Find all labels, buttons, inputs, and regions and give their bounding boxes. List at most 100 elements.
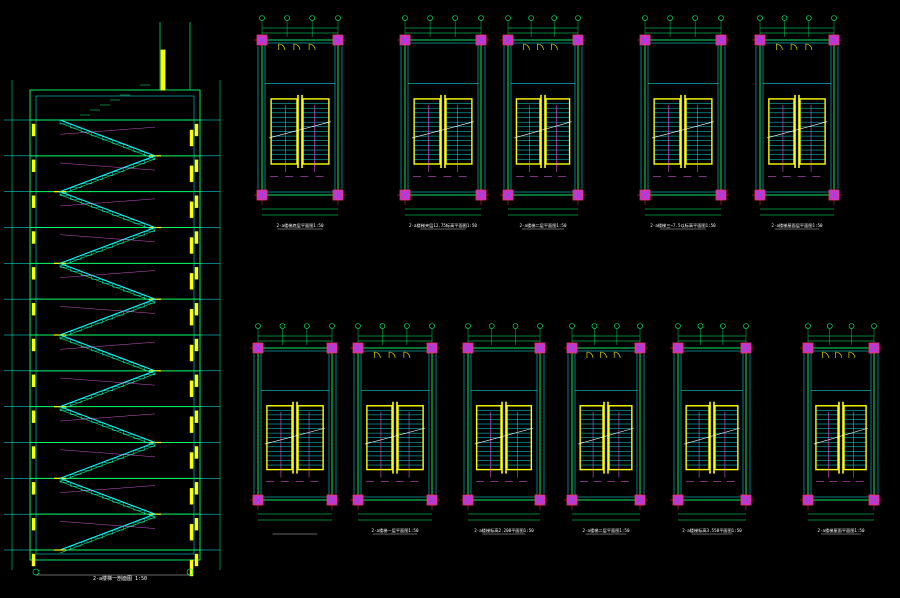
wall-section-yellow	[31, 231, 36, 244]
axis-bubble	[806, 15, 812, 21]
axis-bubble	[427, 15, 433, 21]
outer-wall	[677, 347, 747, 501]
column-hatch	[802, 342, 814, 354]
column-hatch	[252, 342, 264, 354]
outer-wall	[404, 39, 482, 196]
column-hatch	[352, 494, 364, 506]
plan-title: 2-a楼梯二层平面图1:50	[520, 222, 567, 229]
axis-bubble	[551, 15, 558, 21]
column-hatch	[502, 34, 514, 46]
axis-bubble	[720, 323, 726, 329]
column-hatch	[634, 342, 646, 354]
plan-title: 2-a楼梯二层平面图1:50	[583, 527, 630, 534]
stair-flight-left	[815, 405, 839, 471]
stair-flight-soffit	[59, 445, 156, 482]
axis-bubble	[478, 15, 484, 21]
break-line	[684, 427, 740, 445]
stair-flight-right	[545, 98, 571, 165]
stair-flight-soffit	[59, 266, 156, 303]
stair-flight-soffit	[59, 337, 156, 375]
stair-flight-soffit	[59, 409, 156, 446]
column-hatch	[715, 34, 727, 46]
axis-bubble	[279, 323, 286, 329]
stair-flight-left	[653, 98, 681, 165]
door-swing	[537, 43, 544, 51]
stair-flight-run	[59, 441, 156, 479]
stair-flight-run	[59, 226, 156, 264]
section-hatch	[59, 270, 156, 278]
column-hatch	[566, 494, 578, 506]
axis-bubble	[637, 323, 643, 329]
wall-section-yellow	[194, 123, 199, 137]
stair-flight-right	[608, 405, 633, 471]
inner-wall	[762, 42, 832, 193]
door-swing	[278, 43, 286, 51]
inner-wall	[810, 350, 872, 498]
column-hatch	[352, 342, 364, 354]
column-hatch	[332, 34, 344, 46]
axis-bubble	[667, 15, 673, 21]
axis-bubble	[675, 323, 681, 329]
column-hatch	[639, 34, 651, 46]
break-line	[474, 427, 534, 445]
column-hatch	[256, 189, 268, 201]
stair-flight-soffit	[59, 301, 156, 339]
stair-flight-soffit	[59, 373, 156, 410]
wall-section-yellow	[194, 195, 199, 208]
door-swing	[309, 43, 316, 51]
section-title: 2-a楼梯一剖面图 1:50	[93, 575, 147, 582]
wall-section-yellow	[194, 446, 199, 459]
door-swing	[835, 351, 843, 359]
plan-title: 2-a楼梯屋面层平面图1:50	[771, 222, 823, 229]
axis-bubble	[512, 323, 519, 329]
wall-section-yellow	[194, 302, 199, 316]
column-hatch	[534, 342, 546, 354]
column-hatch	[462, 342, 474, 354]
stair-flight-run	[59, 119, 156, 157]
wall-section-yellow	[189, 165, 194, 183]
axis-bubble	[537, 323, 543, 329]
stair-flight-right	[799, 98, 826, 165]
wall-section-yellow	[31, 374, 36, 388]
stair-flight-left	[366, 405, 393, 471]
axis-bubble	[757, 15, 763, 21]
axis-bubble	[259, 15, 265, 21]
stair-flight-left	[413, 98, 441, 165]
outer-wall	[759, 39, 835, 196]
door-swing	[551, 43, 558, 51]
wall-section-yellow	[189, 416, 194, 433]
wall-section-yellow	[194, 338, 199, 352]
door-swing	[523, 43, 530, 51]
stair-plan-b1: 2-a楼梯一层平面图1:50	[350, 323, 440, 535]
break-line	[652, 121, 714, 139]
axis-bubble	[335, 15, 341, 21]
break-line	[578, 427, 634, 445]
column-hatch	[754, 189, 766, 201]
wall-section-yellow	[31, 410, 36, 423]
axis-bubble	[402, 15, 408, 21]
stair-flight-run	[59, 298, 156, 336]
wall-section-yellow	[31, 195, 36, 208]
stair-flight-right	[843, 405, 867, 471]
wall-section-yellow	[194, 410, 199, 423]
column-hatch	[475, 34, 487, 46]
stair-plan-t4: 2-a楼梯屋面层平面图1:50	[752, 15, 842, 230]
stair-plan-t1: 2-a楼梯夹层12.75标高平面图1:50	[397, 15, 489, 230]
stair-plan-b3: 2-a楼梯二层平面图1:50	[564, 323, 648, 535]
axis-bubble	[329, 323, 335, 329]
outer-wall	[807, 347, 875, 501]
inner-wall	[510, 42, 576, 193]
column-hatch	[475, 189, 487, 201]
axis-bubble	[591, 323, 598, 329]
inner-wall	[680, 350, 744, 498]
section-inner	[35, 95, 195, 555]
column-hatch	[502, 189, 514, 201]
column-hatch	[566, 342, 578, 354]
column-hatch	[326, 494, 338, 506]
stair-flight-run	[59, 262, 156, 300]
wall-section-yellow	[31, 553, 36, 567]
column-hatch	[399, 189, 411, 201]
axis-bubble	[505, 15, 511, 21]
wall-section-yellow	[194, 482, 199, 495]
axis-bubble	[781, 15, 788, 21]
